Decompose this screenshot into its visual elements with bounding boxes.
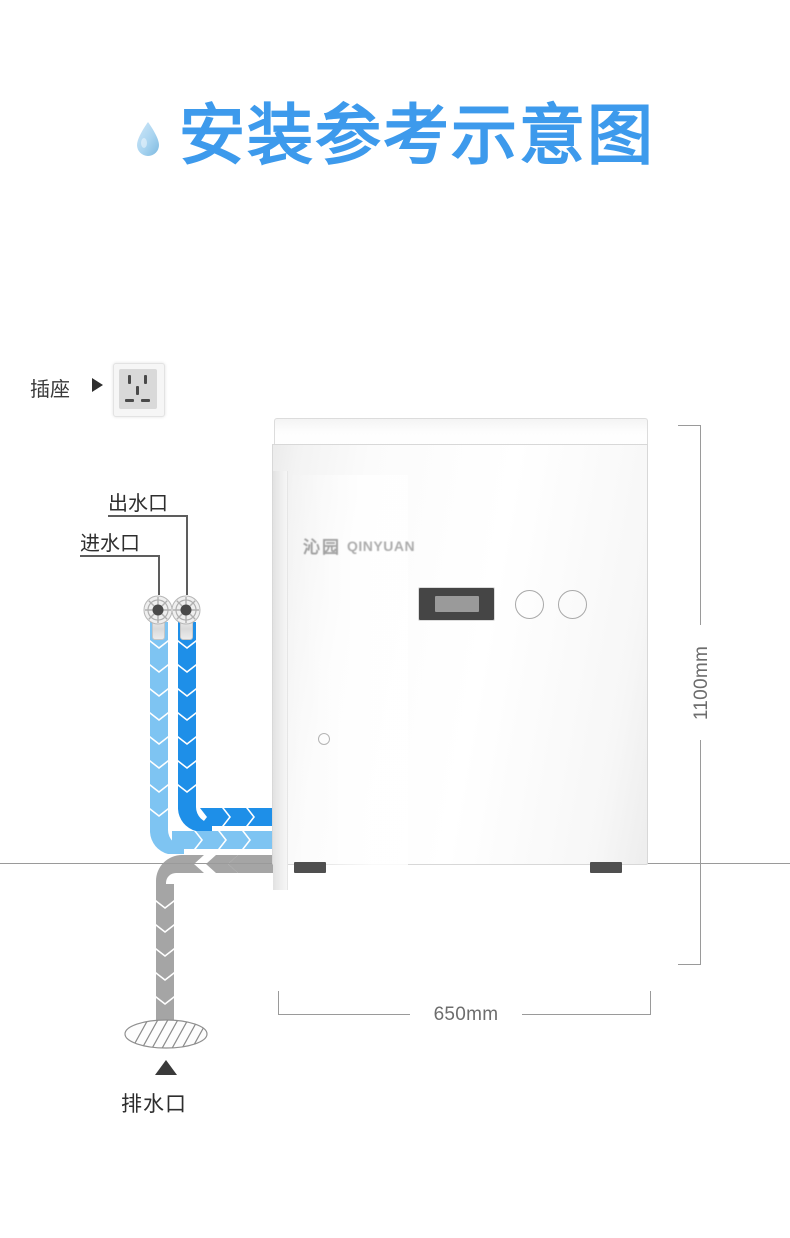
outlet-port-label: 出水口 bbox=[108, 491, 168, 515]
height-dimension-label: 1100mm bbox=[691, 645, 712, 721]
machine-button-1[interactable] bbox=[515, 590, 544, 619]
outlet-pin bbox=[141, 399, 150, 402]
machine-brand-logo: 沁园 QINYUAN bbox=[303, 533, 416, 559]
outlet-pipe-horizontal bbox=[170, 829, 284, 851]
height-dimension-cap-top bbox=[678, 425, 701, 426]
width-dimension-label: 650mm bbox=[433, 1004, 499, 1025]
page-title: 安装参考示意图 bbox=[0, 86, 790, 186]
drain-pipe-elbow bbox=[152, 853, 188, 893]
power-outlet-icon bbox=[113, 363, 165, 417]
brand-name-en: QINYUAN bbox=[347, 537, 416, 554]
page-title-text: 安装参考示意图 bbox=[179, 97, 655, 174]
machine-foot-left bbox=[294, 862, 326, 873]
inlet-leader-horizontal bbox=[80, 555, 160, 557]
machine-display-screen bbox=[435, 596, 479, 612]
inlet-pipe-vertical bbox=[174, 620, 200, 820]
socket-arrow-icon bbox=[92, 378, 103, 392]
machine-indicator-dot bbox=[318, 733, 330, 745]
socket-label: 插座 bbox=[30, 377, 70, 401]
brand-name-cn: 沁园 bbox=[303, 538, 341, 558]
water-purifier-machine: 沁园 QINYUAN bbox=[272, 418, 648, 890]
width-dimension-text-gap bbox=[410, 1000, 522, 1030]
outlet-leader-vertical bbox=[186, 515, 188, 595]
inlet-leader-vertical bbox=[158, 555, 160, 595]
machine-body: 沁园 QINYUAN bbox=[272, 444, 648, 890]
drain-label: 排水口 bbox=[121, 1092, 187, 1116]
height-dimension-text-gap bbox=[688, 625, 713, 740]
outlet-pin bbox=[144, 375, 147, 384]
outlet-pin bbox=[128, 375, 131, 384]
outlet-pin bbox=[125, 399, 134, 402]
width-dimension-cap-right bbox=[650, 991, 651, 1015]
triangle-up-icon bbox=[155, 1060, 177, 1075]
inlet-valve-handwheel-icon[interactable] bbox=[143, 595, 173, 625]
outlet-leader-horizontal bbox=[108, 515, 188, 517]
machine-side-panel bbox=[273, 471, 288, 890]
width-dimension-cap-left bbox=[278, 991, 279, 1015]
height-dimension-cap-bottom bbox=[678, 964, 701, 965]
water-droplet-icon bbox=[137, 122, 159, 156]
machine-display-panel[interactable] bbox=[418, 587, 495, 621]
outlet-pipe-vertical bbox=[146, 620, 172, 842]
outlet-valve-handwheel-icon[interactable] bbox=[171, 595, 201, 625]
floor-drain-icon bbox=[124, 1018, 208, 1050]
outlet-face bbox=[119, 369, 157, 409]
outlet-pin bbox=[136, 386, 139, 395]
drain-pipe-vertical bbox=[154, 884, 178, 1024]
inlet-port-label: 进水口 bbox=[80, 531, 140, 555]
machine-button-2[interactable] bbox=[558, 590, 587, 619]
machine-foot-right bbox=[590, 862, 622, 873]
machine-top-cap bbox=[274, 418, 648, 447]
